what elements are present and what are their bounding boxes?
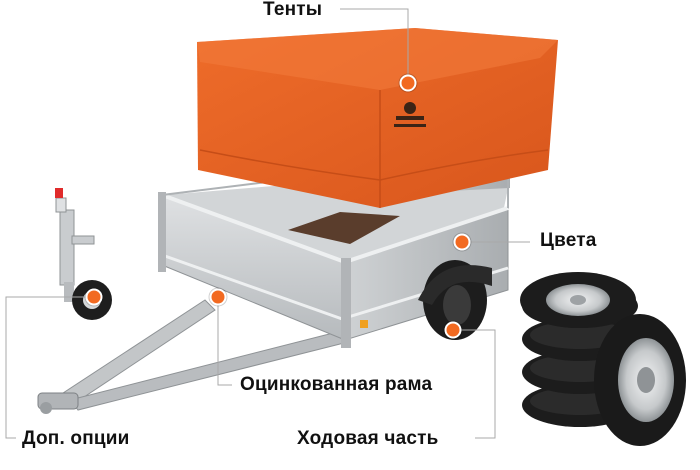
label-options[interactable]: Доп. опции bbox=[22, 428, 130, 449]
upright-tire bbox=[594, 314, 686, 446]
leader-lines bbox=[5, 8, 530, 439]
label-tents[interactable]: Тенты bbox=[263, 0, 323, 20]
label-frame[interactable]: Оцинкованная рама bbox=[240, 374, 433, 395]
label-colors[interactable]: Цвета bbox=[540, 230, 597, 251]
drawbar bbox=[37, 299, 349, 414]
tent-cover bbox=[197, 28, 558, 208]
label-chassis[interactable]: Ходовая часть bbox=[297, 428, 439, 449]
tent-logo bbox=[394, 102, 426, 127]
hotspot-colors[interactable] bbox=[453, 233, 471, 251]
top-tire bbox=[520, 272, 636, 328]
hotspot-options[interactable] bbox=[85, 288, 103, 306]
hotspot-tents[interactable] bbox=[399, 74, 417, 92]
tire-stack bbox=[520, 272, 686, 446]
hotspot-chassis[interactable] bbox=[444, 321, 462, 339]
jockey-wheel bbox=[55, 188, 112, 320]
hotspot-frame[interactable] bbox=[209, 288, 227, 306]
axle-wheel bbox=[418, 260, 492, 340]
